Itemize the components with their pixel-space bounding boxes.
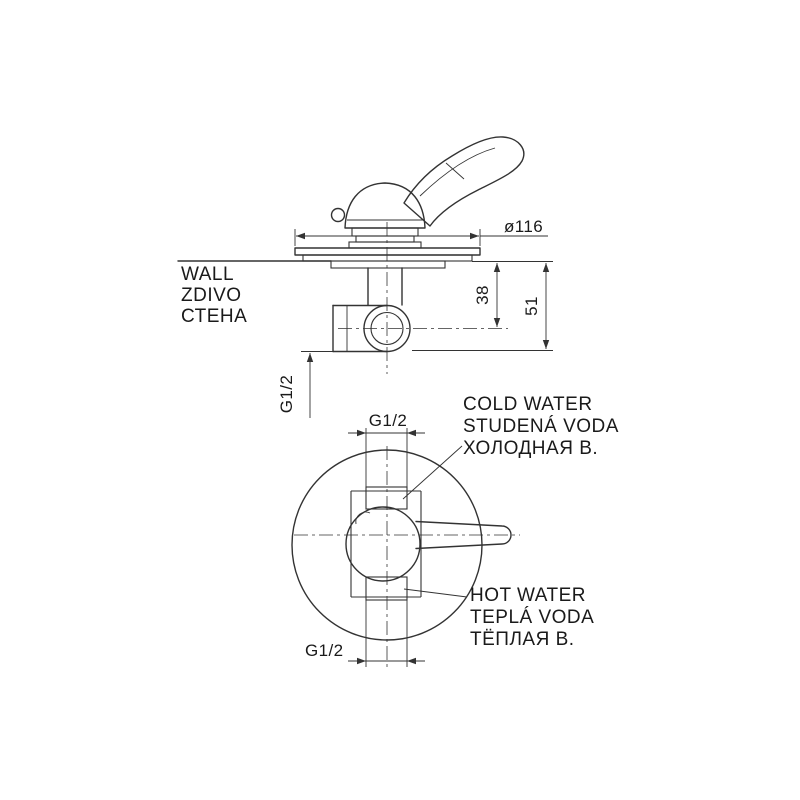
trim-rings	[348, 227, 422, 249]
hot-inlet-port	[365, 576, 408, 601]
inlet-port-inner	[370, 311, 404, 346]
dome-cap	[330, 182, 426, 229]
depth-38-dimension: 38	[472, 261, 553, 327]
lever-handle	[403, 136, 525, 227]
front-view: G1/2 COLD WATER STUDENÁ VODA ХОЛОДНАЯ В.…	[291, 394, 619, 668]
top-thread-label: G1/2	[369, 411, 407, 430]
inlet-port-outer	[363, 304, 411, 353]
concealed-valve-body	[332, 267, 411, 353]
cold-inlet-port	[365, 486, 408, 510]
cartridge-notch	[355, 511, 371, 525]
escutcheon-plate	[294, 247, 481, 269]
wall-label-ru: СТЕНА	[181, 306, 247, 327]
temperature-knob	[330, 207, 346, 223]
hot-water-callout: HOT WATER TEPLÁ VODA ТЁПЛАЯ В.	[403, 585, 594, 650]
bottom-thread-dimension: G1/2	[305, 600, 425, 667]
hot-water-label-en: HOT WATER	[470, 585, 586, 606]
wall-label-en: WALL	[181, 264, 234, 285]
handle-joint-line	[445, 162, 465, 180]
side-thread-dimension: G1/2	[277, 351, 333, 418]
bottom-thread-label: G1/2	[305, 641, 343, 660]
valve-body-outline	[350, 490, 422, 598]
depth-51-label: 51	[522, 296, 541, 316]
wall-label-sk: ZDIVO	[181, 285, 242, 306]
cold-water-leader	[402, 445, 463, 500]
depth-38-label: 38	[473, 285, 492, 305]
cold-water-callout: COLD WATER STUDENÁ VODA ХОЛОДНАЯ В.	[402, 394, 619, 500]
depth-51-dimension: 51	[412, 263, 553, 351]
handle-seam-line	[419, 147, 496, 197]
side-thread-label: G1/2	[277, 375, 296, 413]
side-view: WALL ZDIVO СТЕНА ø116 38	[177, 136, 553, 418]
diameter-dimension: ø116	[294, 217, 548, 246]
lever-handle-front	[415, 520, 512, 550]
cold-water-label-sk: STUDENÁ VODA	[463, 416, 619, 437]
hot-water-label-sk: TEPLÁ VODA	[470, 607, 594, 628]
hot-water-leader	[403, 588, 468, 598]
diameter-label: ø116	[504, 217, 543, 236]
wall-label: WALL ZDIVO СТЕНА	[181, 264, 247, 327]
hot-water-label-ru: ТЁПЛАЯ В.	[470, 629, 575, 650]
cold-water-label-ru: ХОЛОДНАЯ В.	[463, 438, 598, 459]
cartridge-circle	[345, 506, 421, 582]
cold-water-label-en: COLD WATER	[463, 394, 593, 415]
top-thread-dimension: G1/2	[348, 411, 425, 487]
